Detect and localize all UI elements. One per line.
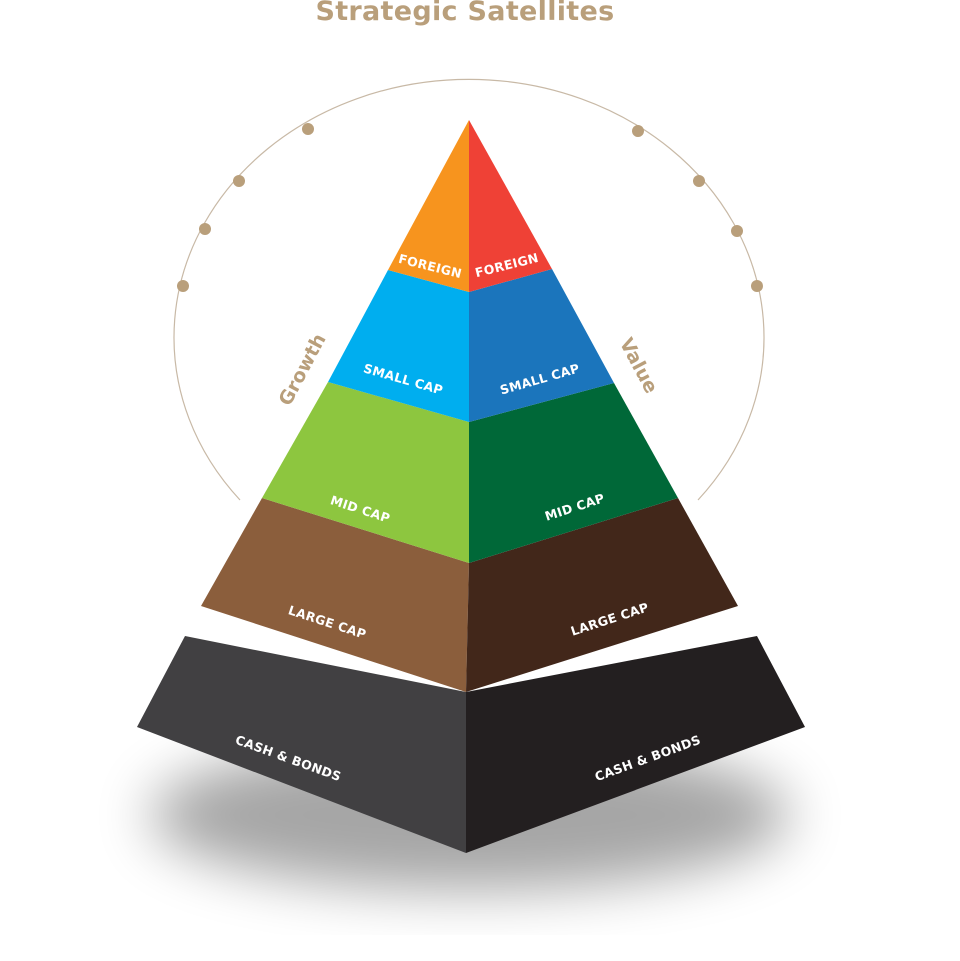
satellite-dot [751,280,763,292]
tier-mid-cap: MID CAP MID CAP [262,382,678,563]
satellite-dot [199,223,211,235]
satellite-dot [177,280,189,292]
cash-bonds-right-face [466,636,805,853]
value-label: Value [615,334,662,397]
foreign-right-face [469,120,552,292]
large-cap-right-face [466,498,738,692]
large-cap-left-face [201,498,469,692]
satellite-dot [693,175,705,187]
tier-foreign: FOREIGN FOREIGN [388,120,552,292]
tier-large-cap: LARGE CAP LARGE CAP [201,498,738,692]
diagram-title: Strategic Satellites [315,0,615,27]
small-cap-right-face [469,269,614,422]
foreign-left-face [388,120,469,292]
mid-cap-right-face [469,383,678,563]
satellite-arc [173,78,765,501]
tier-cash-bonds: CASH & BONDS CASH & BONDS [137,636,805,853]
satellite-dot [632,125,644,137]
satellite-dot [302,123,314,135]
satellite-dot [233,175,245,187]
mid-cap-left-face [262,382,469,563]
small-cap-left-face [328,270,469,422]
cash-bonds-left-face [137,636,466,853]
satellite-dots [177,123,763,292]
satellite-dot [731,225,743,237]
tier-small-cap: SMALL CAP SMALL CAP [328,269,614,422]
